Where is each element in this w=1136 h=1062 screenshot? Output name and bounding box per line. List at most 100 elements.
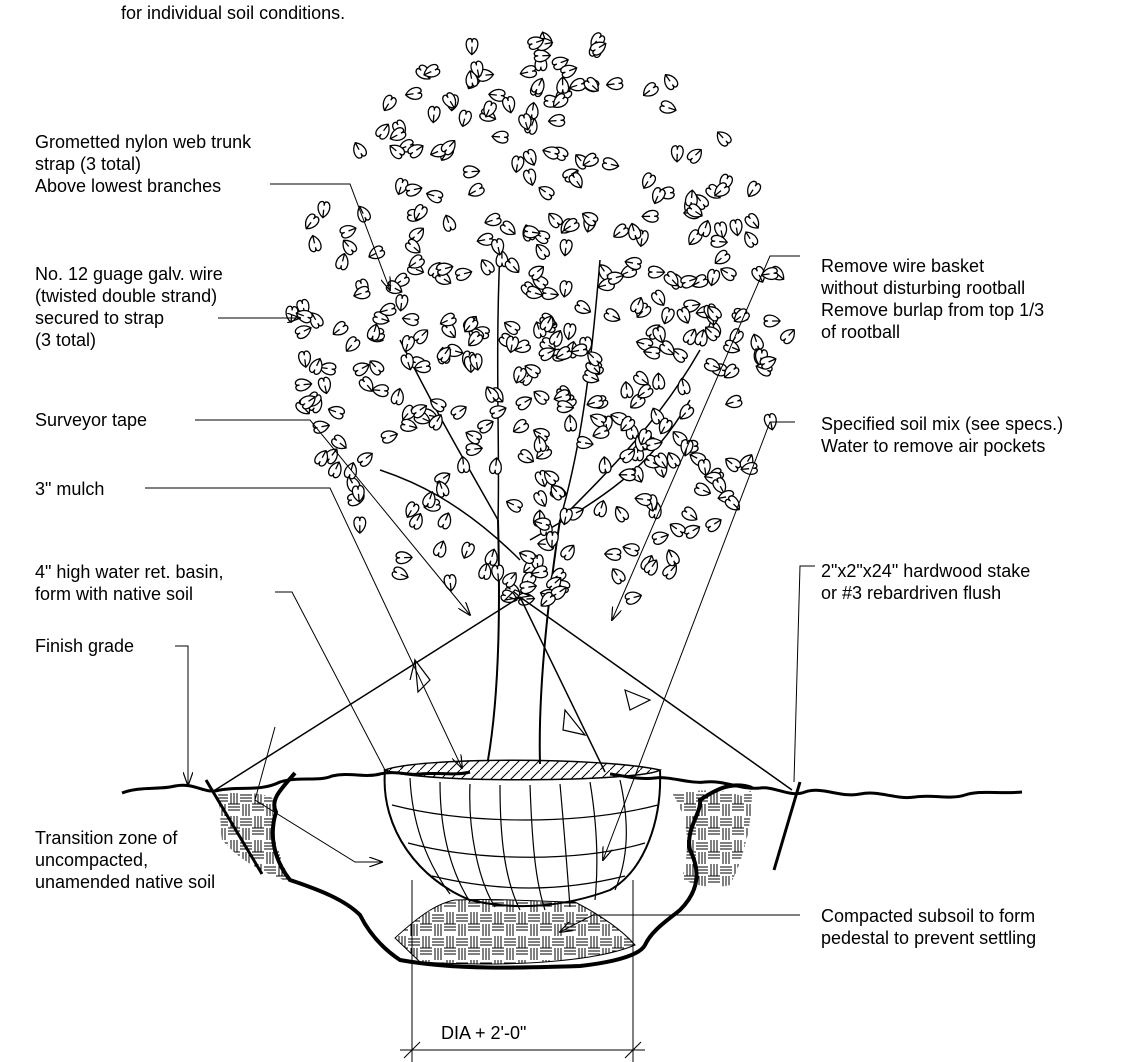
leaf (545, 531, 559, 549)
label-guy-wire: No. 12 guage galv. wire(twisted double s… (35, 264, 223, 350)
leaf (512, 418, 530, 434)
leaf (659, 340, 675, 356)
leaf (606, 271, 625, 285)
leaf (652, 325, 666, 344)
leaf (670, 145, 684, 163)
leaf (605, 77, 624, 91)
leaf (583, 76, 599, 92)
leaf (681, 506, 698, 521)
leaf (539, 315, 554, 333)
leaf (308, 234, 322, 253)
leaf (413, 329, 429, 345)
leaf (468, 331, 484, 347)
leaf (298, 350, 312, 369)
dimension-line (400, 880, 645, 1062)
leaf (519, 64, 538, 79)
leaf (542, 146, 560, 160)
guy-wires (211, 596, 793, 793)
leaf (705, 518, 722, 533)
leaf (568, 172, 583, 189)
leaf (318, 362, 337, 376)
leaf (642, 172, 657, 189)
leaf (541, 287, 560, 301)
leaf (763, 314, 781, 328)
leaf (353, 516, 367, 534)
rootball-hatch-top (382, 759, 663, 781)
planting-pit-outline (270, 771, 753, 970)
leaf (694, 328, 708, 347)
leaf (339, 225, 357, 239)
leaf (342, 239, 358, 256)
leaf (530, 77, 545, 95)
leaf (533, 435, 547, 453)
leaf (603, 547, 622, 561)
leaf (760, 266, 779, 281)
leaf (601, 157, 620, 171)
tree-foliage (285, 31, 795, 607)
tree-trunk (487, 519, 561, 765)
leaf (624, 256, 642, 271)
hardwood-stakes (204, 779, 802, 875)
leaf (523, 225, 541, 239)
intro-note: for individual soil conditions. (121, 3, 346, 23)
label-finish-grade: Finish grade (35, 636, 135, 656)
leaf (468, 182, 485, 197)
leaf (484, 548, 498, 566)
leaf (705, 326, 721, 342)
leaf (335, 252, 349, 271)
leaf (505, 335, 520, 354)
leaf (351, 484, 365, 503)
leaf (465, 37, 479, 56)
leaf (650, 289, 666, 306)
leaf (723, 363, 740, 379)
leaf (517, 448, 535, 464)
leaf (423, 63, 441, 78)
leaf (744, 231, 759, 248)
leaf (327, 406, 346, 420)
leaf (533, 49, 552, 63)
leaf (413, 360, 431, 374)
leaf (535, 243, 551, 260)
leaf (556, 400, 575, 414)
leaf (504, 257, 520, 273)
label-surveyor-tape: Surveyor tape (35, 410, 148, 430)
leaf (634, 493, 652, 507)
leaf (488, 457, 502, 475)
leaf (540, 591, 556, 607)
leaf (563, 322, 577, 341)
leaf (641, 209, 659, 223)
leaf (331, 434, 347, 450)
leaf (553, 389, 571, 403)
leaf (379, 302, 397, 317)
leaf (559, 238, 573, 257)
leaf (294, 378, 313, 392)
leaf (405, 501, 420, 518)
leaf (622, 543, 640, 557)
leaf (613, 223, 630, 238)
leaf (308, 357, 323, 375)
leaf (391, 566, 409, 581)
leaf (697, 219, 712, 238)
leaf (461, 541, 475, 559)
leaf (422, 490, 436, 509)
leaf (410, 404, 428, 419)
leaf (666, 452, 681, 469)
leaf (725, 394, 743, 409)
leaf (559, 507, 573, 526)
leaf (371, 384, 390, 398)
leaf (751, 265, 766, 283)
leaf (560, 64, 578, 79)
leaf (564, 414, 578, 432)
leaf (353, 285, 371, 300)
label-mulch: 3" mulch (35, 479, 105, 499)
leaf (659, 100, 677, 114)
leaf (643, 559, 658, 576)
leaf (724, 495, 740, 511)
leaf (528, 265, 545, 281)
leaf (305, 213, 320, 230)
leaf (332, 320, 349, 336)
leaf (395, 177, 409, 196)
leaf (679, 403, 695, 420)
